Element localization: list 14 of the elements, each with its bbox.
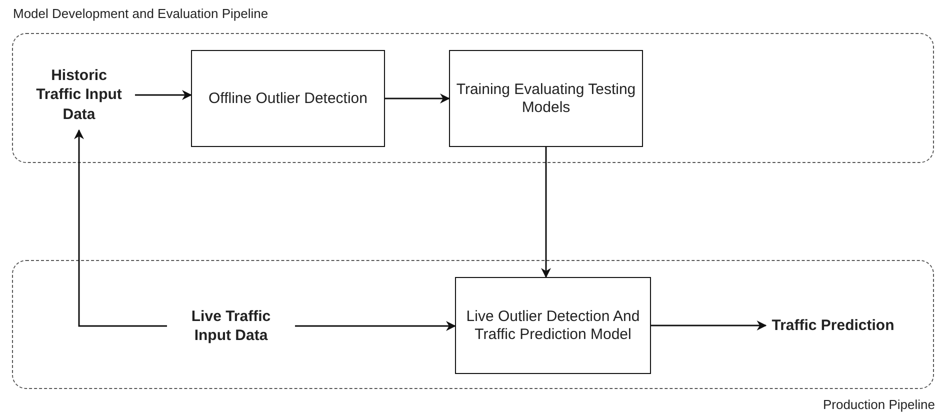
arrow <box>651 320 767 330</box>
process-box: Offline Outlier Detection <box>191 50 385 147</box>
data-label: Historic Traffic Input Data <box>35 66 123 124</box>
data-label: Traffic Prediction <box>772 316 894 336</box>
arrow <box>385 94 450 104</box>
arrow <box>74 129 167 327</box>
pipeline-heading: Production Pipeline <box>822 397 935 412</box>
arrow <box>295 321 456 331</box>
pipeline-heading: Model Development and Evaluation Pipeline <box>13 6 268 21</box>
arrow <box>135 90 192 100</box>
process-box: Training Evaluating Testing Models <box>449 50 643 147</box>
process-box: Live Outlier Detection And Traffic Prediction Model <box>455 277 651 374</box>
arrow <box>541 147 551 278</box>
data-label: Live Traffic Input Data <box>190 306 272 346</box>
